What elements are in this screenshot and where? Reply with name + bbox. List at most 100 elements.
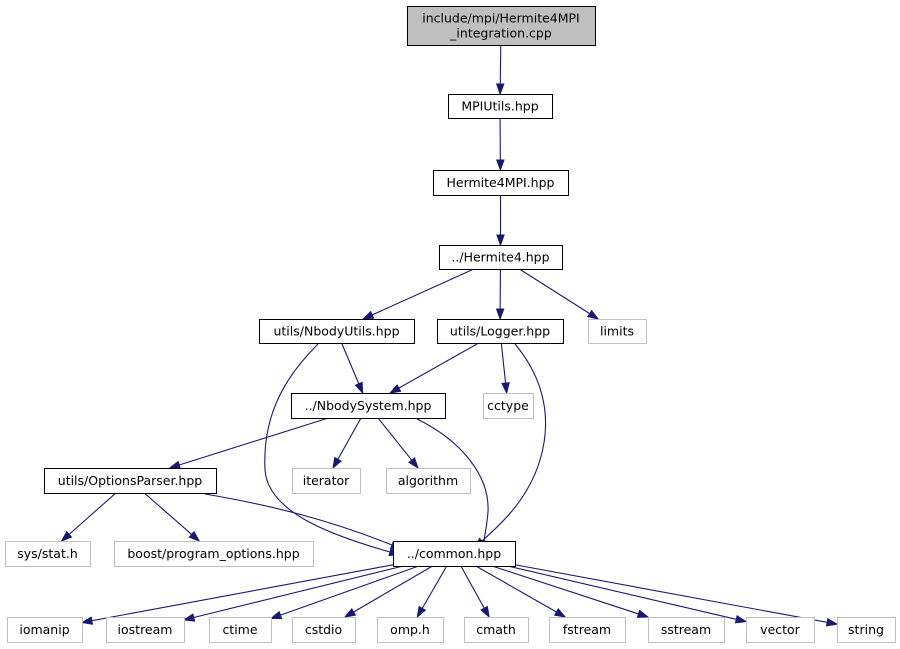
node-box [437, 319, 564, 344]
node-nbodysystem[interactable]: ../NbodySystem.hpp [291, 393, 446, 419]
edge-hermite4mpi-to-hermite4 [496, 195, 505, 247]
node-string: string [837, 617, 896, 643]
node-box [292, 617, 356, 643]
edge-line [280, 565, 419, 616]
node-iostream: iostream [106, 617, 185, 643]
edge-nbodysystem-to-optionsparser [168, 417, 329, 469]
node-nbodyutils[interactable]: utils/NbodyUtils.hpp [259, 319, 415, 344]
node-cmath: cmath [464, 617, 529, 643]
node-hermite4[interactable]: ../Hermite4.hpp [439, 245, 563, 270]
node-box [433, 170, 569, 196]
edge-logger-to-nbodysystem [388, 342, 480, 394]
node-box [448, 94, 553, 119]
node-label: string [848, 622, 884, 637]
arrowhead [182, 613, 196, 622]
node-box [483, 393, 534, 419]
node-box [746, 617, 815, 643]
node-logger[interactable]: utils/Logger.hpp [437, 319, 564, 344]
edge-hermite4-to-limits [519, 268, 600, 320]
arrowhead [495, 83, 505, 96]
node-label: boost/program_options.hpp [127, 546, 299, 561]
edge-line [377, 417, 413, 461]
node-label: iomanip [19, 622, 69, 637]
node-box [44, 468, 217, 494]
arrowhead [361, 310, 375, 320]
node-box [292, 468, 361, 494]
node-sysstat: sys/stat.h [5, 541, 91, 567]
node-box [5, 541, 91, 567]
edge-nbodysystem-to-algorithm [377, 417, 419, 470]
arrowhead [332, 456, 342, 470]
edge-common-to-iomanip [80, 564, 394, 625]
edge-hermite4-to-logger [495, 268, 505, 321]
edge-line [337, 417, 362, 460]
edge-logger-to-common [473, 343, 547, 549]
node-label: omp.h [390, 622, 430, 637]
arrowhead [343, 607, 357, 618]
arrowhead [416, 605, 427, 619]
node-box [393, 541, 516, 567]
arrowhead [168, 460, 181, 469]
node-box [549, 617, 626, 643]
edge-logger-to-cctype [500, 342, 510, 395]
edge-common-to-string [514, 564, 839, 627]
node-iterator: iterator [292, 468, 361, 494]
node-label: cctype [487, 398, 529, 413]
arrowhead [636, 609, 650, 618]
node-label: utils/OptionsParser.hpp [58, 473, 203, 488]
arrowhead [586, 309, 600, 320]
edge-common-to-iostream [182, 565, 404, 622]
edge-common-to-ctime [269, 565, 419, 620]
edge-optionsparser-to-common [204, 493, 403, 550]
arrowhead [188, 530, 201, 542]
edge-line [341, 342, 360, 385]
node-label: utils/Logger.hpp [450, 324, 550, 339]
node-label: iostream [118, 622, 173, 637]
node-box [114, 541, 314, 567]
arrowhead [354, 381, 364, 395]
edge-line [204, 493, 393, 546]
node-main[interactable]: include/mpi/Hermite4MPI_integration.cpp [407, 6, 596, 46]
node-omph: omp.h [377, 617, 444, 643]
arrowhead [553, 608, 567, 618]
node-box [588, 319, 647, 344]
node-boostpo: boost/program_options.hpp [114, 541, 314, 567]
edge-common-to-fstream [475, 565, 567, 618]
arrowhead [408, 457, 419, 470]
node-limits: limits [588, 319, 647, 344]
node-box [464, 617, 529, 643]
node-box [259, 319, 415, 344]
node-common[interactable]: ../common.hpp [393, 541, 516, 567]
node-box [407, 6, 596, 46]
nodes-layer: include/mpi/Hermite4MPI_integration.cppM… [5, 6, 896, 643]
node-box [209, 617, 272, 643]
edge-line [475, 565, 557, 613]
node-box [439, 245, 563, 270]
arrowhead [80, 616, 94, 625]
edge-line [500, 342, 507, 384]
node-label: utils/NbodyUtils.hpp [273, 324, 399, 339]
arrowhead [734, 614, 748, 624]
edge-line [143, 492, 193, 535]
edge-common-to-cstdio [343, 565, 433, 618]
edge-line [371, 268, 475, 316]
node-label: Hermite4MPI.hpp [447, 175, 555, 190]
arrowhead [496, 234, 505, 247]
node-box [377, 617, 444, 643]
node-sstream: sstream [648, 617, 725, 643]
node-cstdio: cstdio [292, 617, 356, 643]
node-label: ctime [222, 622, 257, 637]
node-label: cstdio [305, 622, 342, 637]
node-label: iterator [303, 473, 350, 488]
edge-common-to-sstream [491, 565, 650, 618]
node-box [291, 393, 446, 419]
arrowhead [825, 618, 839, 627]
edge-line [91, 564, 394, 622]
node-hermite4mpi[interactable]: Hermite4MPI.hpp [433, 170, 569, 196]
node-mpiutils[interactable]: MPIUtils.hpp [448, 94, 553, 119]
edge-line [491, 565, 639, 615]
node-label: cmath [476, 622, 516, 637]
edge-line [193, 565, 404, 619]
node-optionsparser[interactable]: utils/OptionsParser.hpp [44, 468, 217, 494]
arrowhead [388, 384, 402, 394]
